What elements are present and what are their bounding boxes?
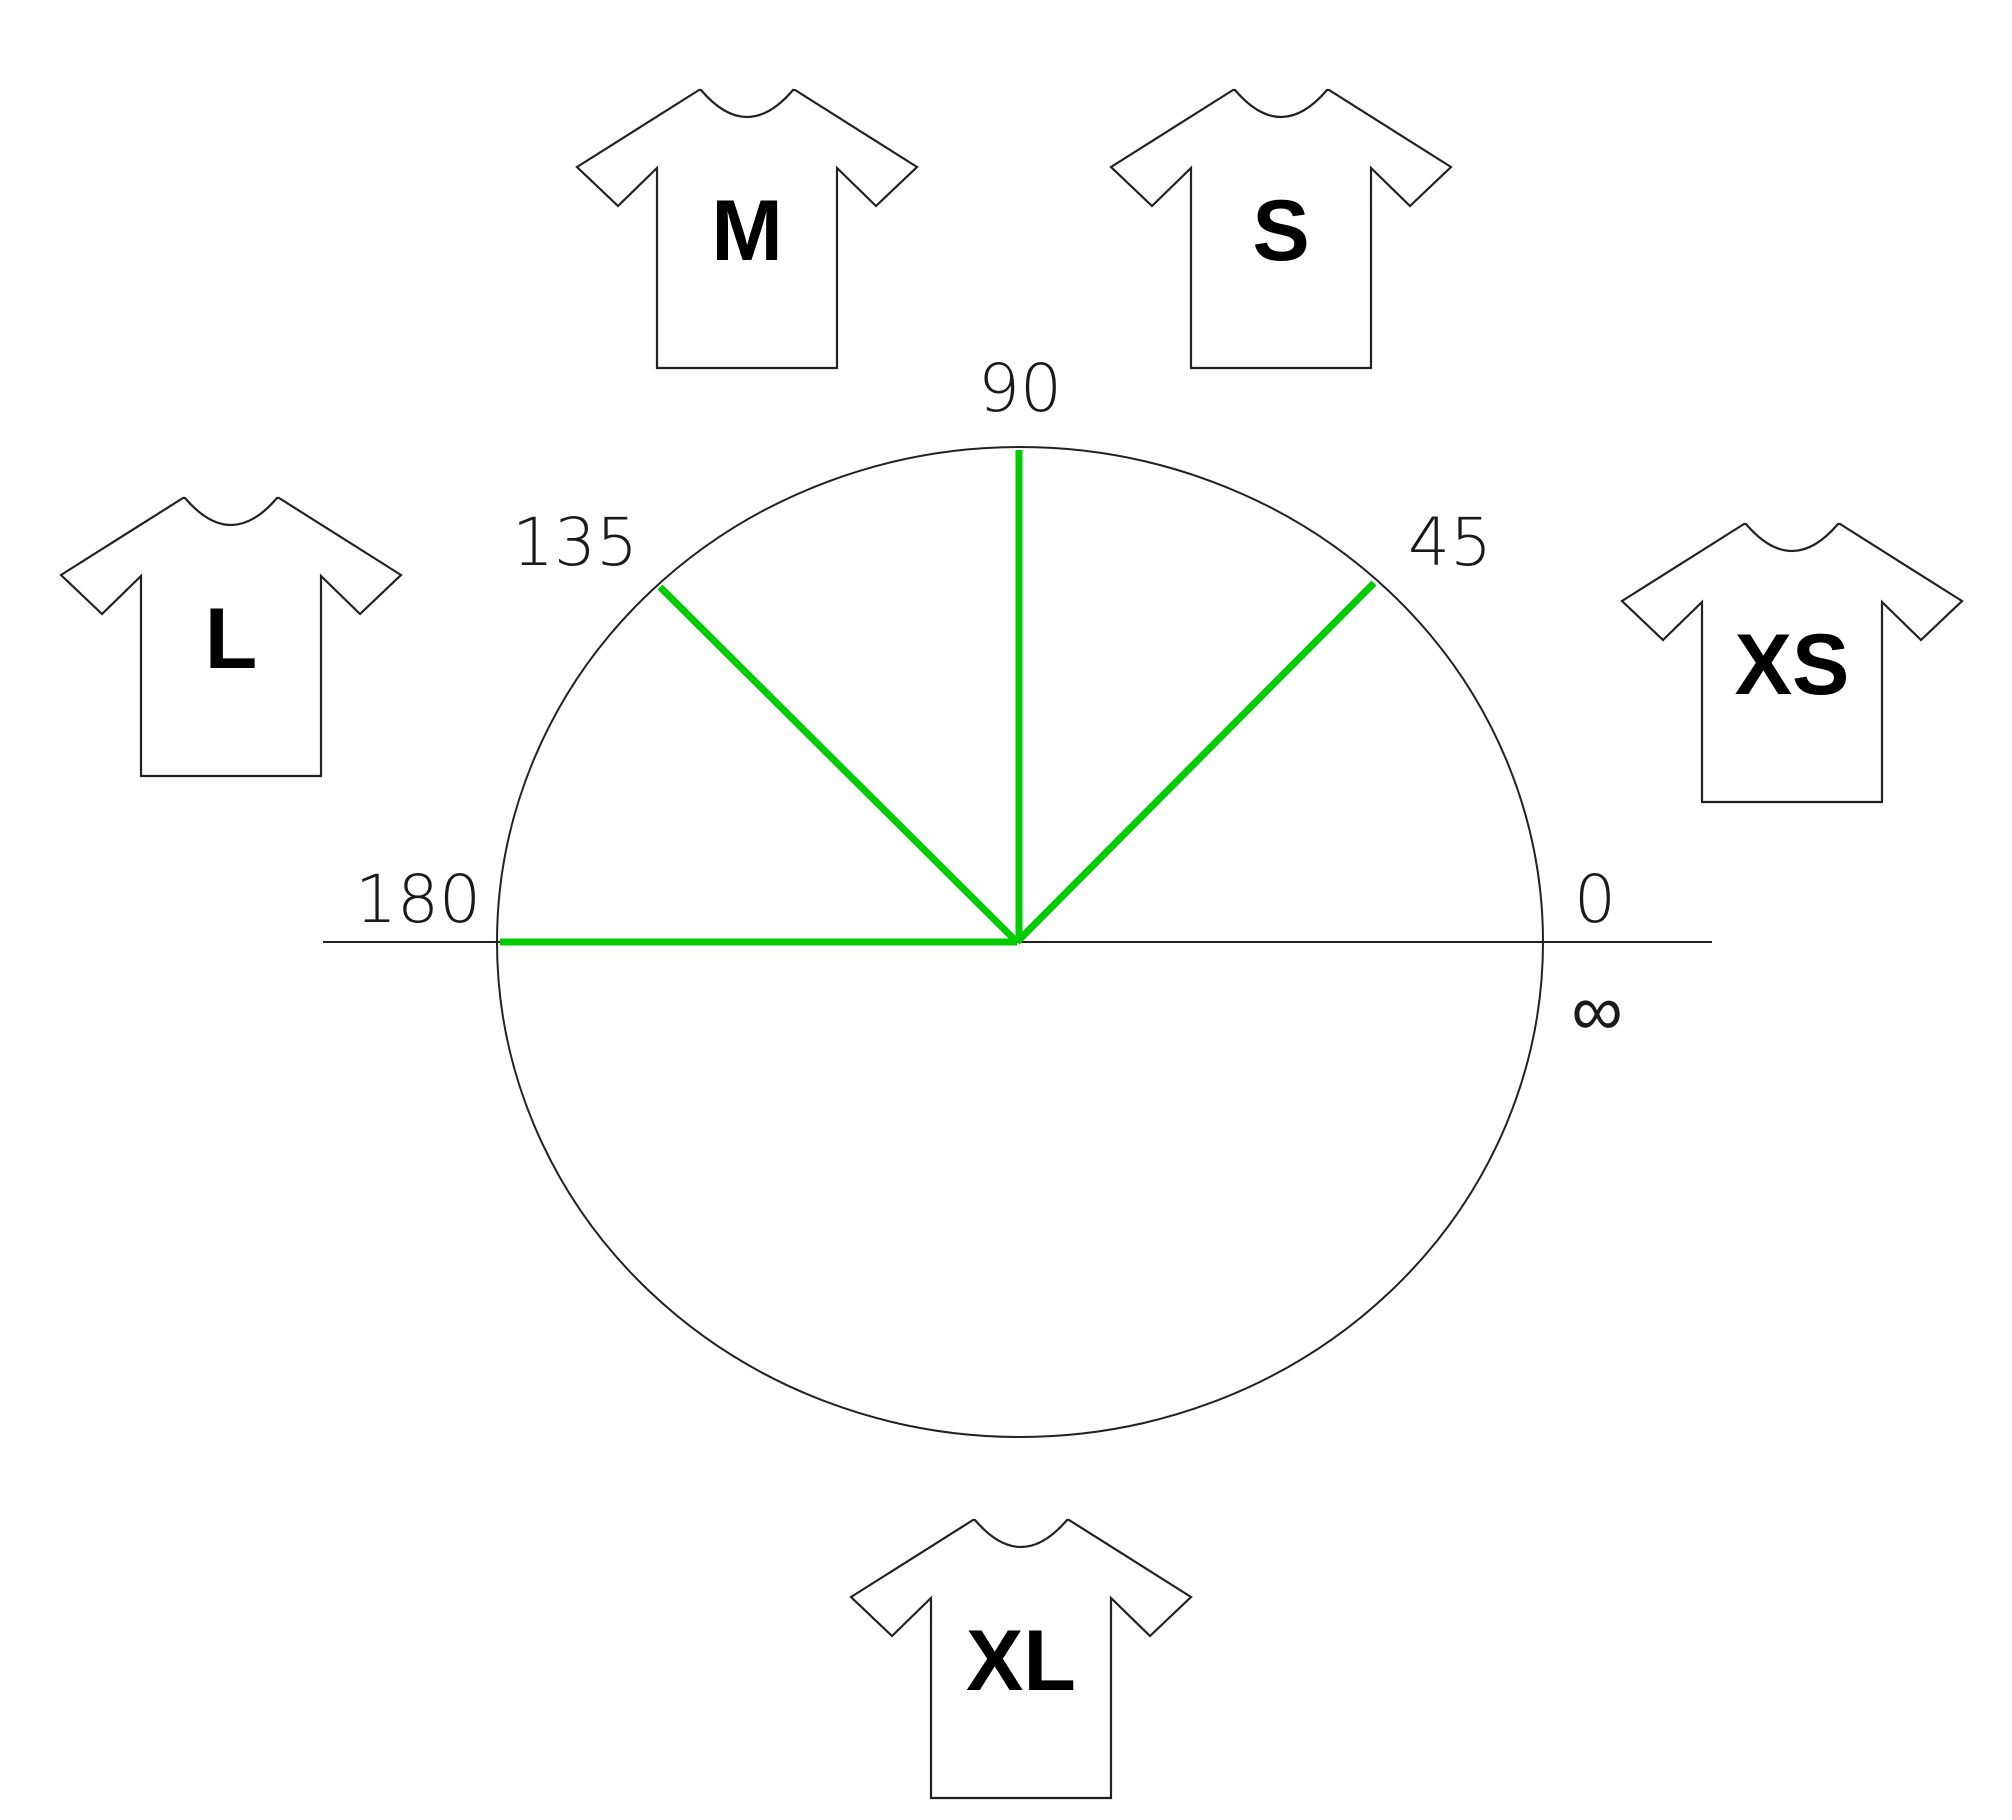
- tshirt-icon: [59, 496, 403, 778]
- tshirt-icon: [849, 1518, 1193, 1800]
- shirt-label-l: L: [205, 591, 258, 687]
- tshirt-icon: [1620, 522, 1964, 804]
- angle-label-135: 135: [512, 504, 638, 581]
- rays-group: [500, 450, 1377, 946]
- angle-circle: [496, 446, 1544, 1438]
- tshirt-icon: [575, 88, 919, 370]
- shirt-m: M: [575, 88, 919, 370]
- angle-label-45: 45: [1408, 504, 1492, 581]
- tshirt-icon: [1109, 88, 1453, 370]
- angle-label-0: 0: [1574, 861, 1616, 938]
- ray-135: [657, 584, 1020, 945]
- shirt-label-m: M: [711, 183, 783, 279]
- shirt-s: S: [1109, 88, 1453, 370]
- angle-label-180: 180: [355, 861, 481, 938]
- shirt-xl: XL: [849, 1518, 1193, 1800]
- angle-label-90: 90: [978, 350, 1062, 427]
- shirt-label-s: S: [1252, 183, 1309, 279]
- ray-45: [1014, 580, 1377, 945]
- shirt-label-xs: XS: [1735, 617, 1850, 713]
- shirt-xs: XS: [1620, 522, 1964, 804]
- shirt-l: L: [59, 496, 403, 778]
- angle-label-infinity: ∞: [1571, 968, 1622, 1052]
- shirt-label-xl: XL: [966, 1613, 1076, 1709]
